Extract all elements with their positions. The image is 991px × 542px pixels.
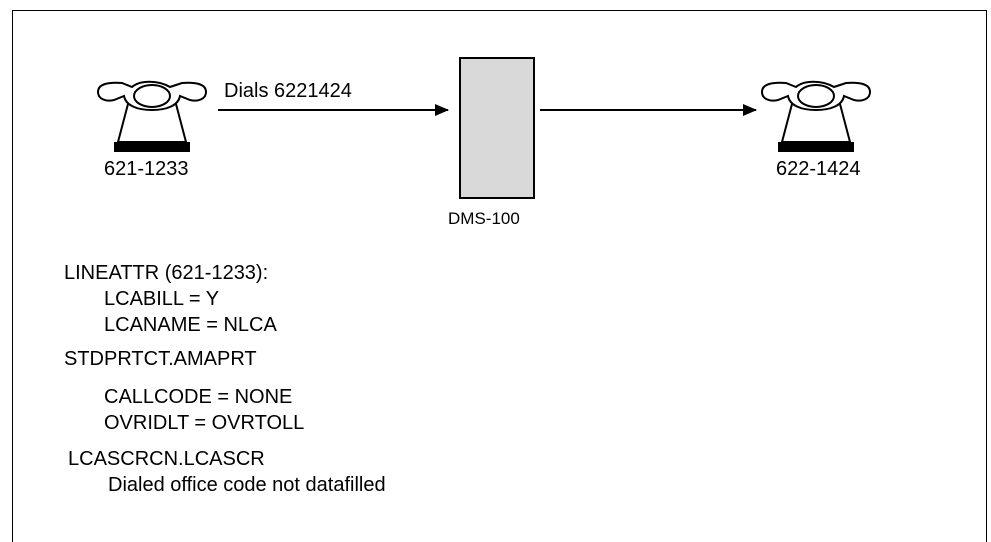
switch-label: DMS-100 — [448, 209, 520, 228]
dms-switch-box — [459, 57, 535, 199]
caller-number: 621-1233 — [104, 158, 189, 180]
dial-label: Dials 6221424 — [224, 80, 352, 102]
callee-phone-icon — [760, 80, 872, 152]
lcascrcn-line: Dialed office code not datafilled — [108, 474, 386, 496]
callee-number: 622-1424 — [776, 158, 861, 180]
lineattr-header: LINEATTR (621-1233): — [64, 262, 269, 284]
stdprtct-line: CALLCODE = NONE — [104, 386, 293, 408]
diagram-frame — [12, 10, 987, 542]
caller-phone-icon — [96, 80, 208, 152]
lineattr-line: LCANAME = NLCA — [104, 314, 277, 336]
stdprtct-header: STDPRTCT.AMAPRT — [64, 348, 257, 370]
lcascrcn-header: LCASCRCN.LCASCR — [68, 448, 265, 470]
lineattr-line: LCABILL = Y — [104, 288, 220, 310]
stdprtct-line: OVRIDLT = OVRTOLL — [104, 412, 305, 434]
